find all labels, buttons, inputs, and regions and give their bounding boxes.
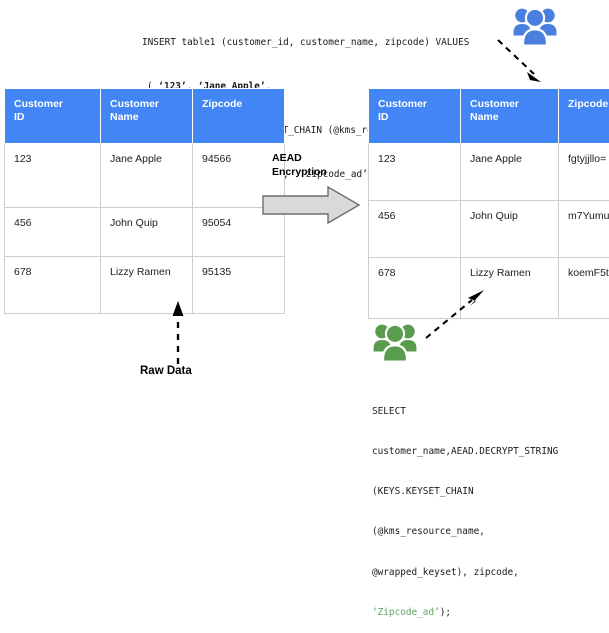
header-line-1: Customer xyxy=(14,98,63,110)
table-row: 456 John Quip 95054 xyxy=(5,208,285,257)
header-line-1: Customer xyxy=(110,98,159,110)
select-sql-line-6: ‘Zipcode_ad’); xyxy=(372,606,558,619)
cell-customer-name: John Quip xyxy=(101,208,193,257)
table-row: 678 Lizzy Ramen 95135 xyxy=(5,257,285,314)
header-line-2: ID xyxy=(378,111,389,123)
aead-encryption-label: AEAD Encryption xyxy=(272,152,327,179)
insert-to-encrypted-table-arrow xyxy=(496,38,546,86)
aead-label-line-1: AEAD xyxy=(272,152,302,164)
cell-zipcode-encrypted: koemF5ter= xyxy=(559,258,609,319)
header-line-2: ID xyxy=(14,111,25,123)
header-line-1: Zipcode xyxy=(568,98,608,110)
select-sql-line-1: SELECT xyxy=(372,405,558,418)
cell-customer-id: 456 xyxy=(369,201,461,258)
table-row: 678 Lizzy Ramen koemF5ter= xyxy=(369,258,609,319)
cell-customer-id: 123 xyxy=(5,144,101,208)
raw-data-label: Raw Data xyxy=(140,365,192,377)
select-sql-line-5: @wrapped_keyset), zipcode, xyxy=(372,566,558,579)
cell-zipcode: 95135 xyxy=(193,257,285,314)
cell-customer-name: John Quip xyxy=(461,201,559,258)
right-block-arrow-icon xyxy=(262,186,360,224)
table-row: 456 John Quip m7Yumuawqry xyxy=(369,201,609,258)
cell-zipcode-encrypted: m7Yumuawqry xyxy=(559,201,609,258)
select-sql-statement: SELECT customer_name,AEAD.DECRYPT_STRING… xyxy=(372,378,558,633)
insert-sql-line-1: INSERT table1 (customer_id, customer_nam… xyxy=(142,36,469,51)
select-sql-line-4: (@kms_resource_name, xyxy=(372,525,558,538)
cell-customer-id: 456 xyxy=(5,208,101,257)
column-header-zipcode: Zipcode xyxy=(193,89,285,144)
select-sql-line-6-suffix: ); xyxy=(440,607,451,618)
select-to-encrypted-table-arrow xyxy=(424,288,488,340)
header-line-2: Name xyxy=(110,111,139,123)
header-line-2: Name xyxy=(470,111,499,123)
aead-label-line-2: Encryption xyxy=(272,166,327,178)
table-row: 123 Jane Apple 94566 xyxy=(5,144,285,208)
header-line-1: Zipcode xyxy=(202,98,242,110)
header-line-1: Customer xyxy=(470,98,519,110)
cell-customer-id: 123 xyxy=(369,144,461,201)
table-row: 123 Jane Apple fgtyjjllo= xyxy=(369,144,609,201)
cell-zipcode-encrypted: fgtyjjllo= xyxy=(559,144,609,201)
people-group-icon-green xyxy=(372,320,418,362)
cell-customer-name: Jane Apple xyxy=(461,144,559,201)
select-sql-line-3: (KEYS.KEYSET_CHAIN xyxy=(372,485,558,498)
raw-data-arrow xyxy=(168,300,188,366)
cell-customer-id: 678 xyxy=(5,257,101,314)
zipcode-ad-literal: ‘Zipcode_ad’ xyxy=(372,607,440,618)
select-sql-line-2: customer_name,AEAD.DECRYPT_STRING xyxy=(372,445,558,458)
column-header-zipcode: Zipcode xyxy=(559,89,609,144)
cell-customer-name: Jane Apple xyxy=(101,144,193,208)
header-line-1: Customer xyxy=(378,98,427,110)
